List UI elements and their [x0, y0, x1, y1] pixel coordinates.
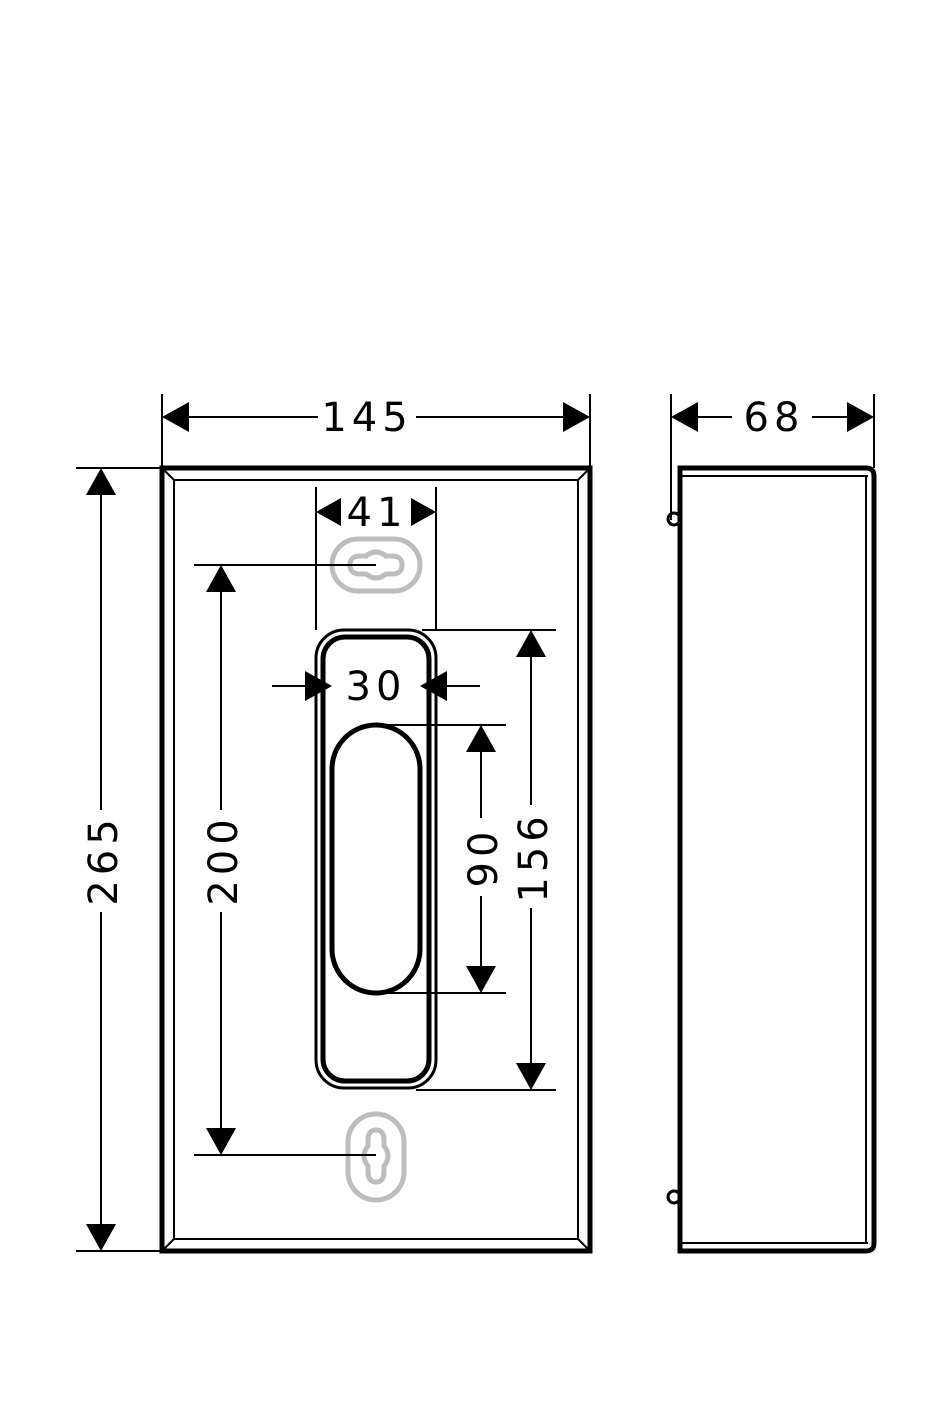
dimension-opening-height: 156: [416, 629, 557, 1091]
dimension-height-label: 265: [81, 814, 127, 905]
opening-inner-frame: [320, 634, 432, 1084]
dimension-width: 145: [161, 394, 591, 468]
dimension-depth: 68: [670, 394, 875, 520]
dimension-mount-hole-spacing-label: 200: [201, 814, 247, 905]
front-panel-inner-bevel: [173, 479, 579, 1240]
dimension-dispenser-slot-height: 90: [376, 724, 507, 994]
dimension-mount-hole-spacing: 200: [194, 564, 376, 1156]
dimension-dispenser-slot-height-label: 90: [461, 827, 507, 888]
front-panel-outer: [159, 465, 593, 1254]
dimension-inner-opening-width: 30: [272, 664, 480, 710]
side-view: [666, 465, 877, 1254]
wall-mount-tab-bottom: [666, 1189, 682, 1205]
side-body: [677, 465, 877, 1254]
opening-outer-frame: [314, 628, 438, 1090]
dimension-slot-spacing: 41: [315, 487, 437, 630]
dimension-slot-spacing-label: 41: [347, 490, 408, 536]
keyhole-mount-bottom: [345, 1111, 407, 1203]
dimension-opening-height-label: 156: [511, 811, 557, 902]
dimension-height: 265: [76, 467, 162, 1252]
dimension-depth-label: 68: [744, 395, 805, 441]
wall-mount-tab-top: [666, 511, 682, 527]
dimension-width-label: 145: [321, 395, 412, 441]
dimension-inner-opening-width-label: 30: [346, 664, 407, 710]
dispenser-slot: [329, 722, 423, 996]
